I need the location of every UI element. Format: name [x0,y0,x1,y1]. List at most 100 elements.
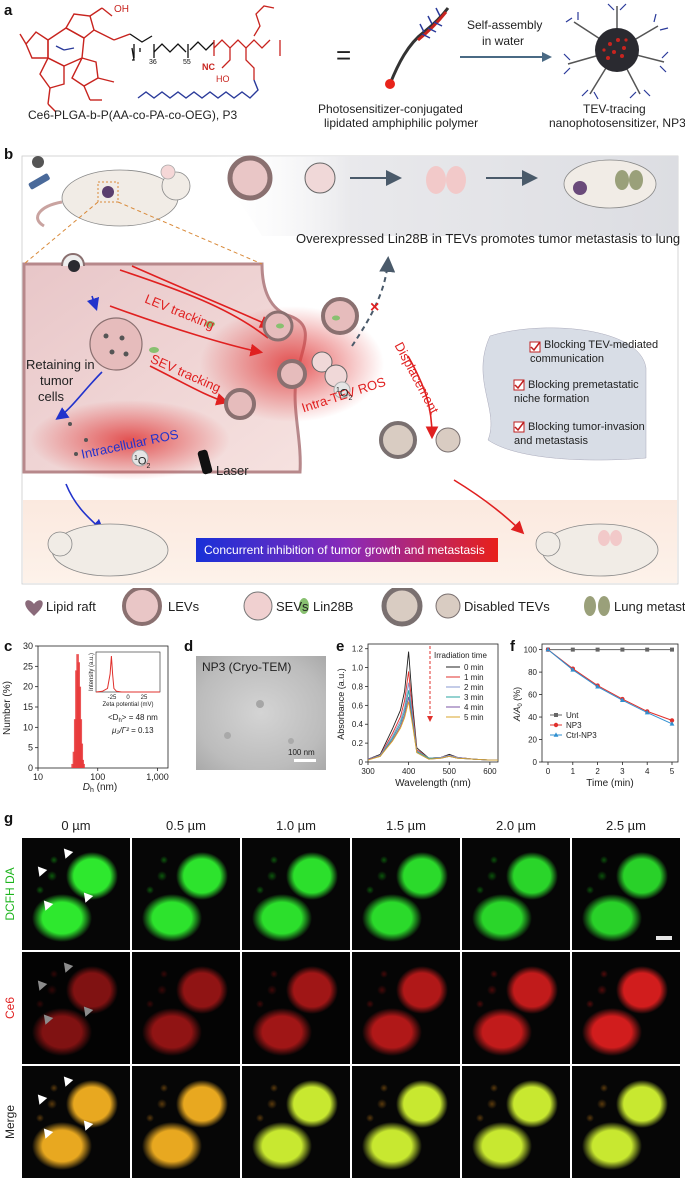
legend-marker [554,713,558,717]
microscopy-tile [462,838,570,950]
x-tick-label: 3 [620,767,625,776]
x-tick-label: 500 [443,767,457,776]
inset-x-tick-label: -25 [108,695,117,701]
data-point [645,647,650,652]
legend-sevs: SEVs [276,599,309,614]
cryo-tem-particle [288,738,294,744]
check-icons [513,341,541,433]
y-tick-label: 20 [528,736,537,745]
legend-label: 0 min [464,663,484,672]
x-tick-label: 600 [483,767,497,776]
y-tick-label: 0.6 [352,701,364,710]
arrowhead-marker [60,848,74,861]
arrowhead-marker [40,900,54,913]
inset-frame [95,651,161,693]
y-tick-label: 25 [23,661,33,671]
polymer-chain-icon [385,7,450,89]
legend-lipid-raft: Lipid raft [46,599,96,614]
svg-text:36: 36 [149,59,157,66]
x-tick-label: 1,000 [146,772,169,782]
syringe-icon [28,156,50,190]
column-label: 2.5 µm [605,818,646,833]
y-axis-label: Number (%) [2,681,13,735]
mouse-icon-metastasis [563,159,657,209]
column-label: 0 µm [61,818,91,833]
legend-icons [25,588,610,627]
arrowhead-marker [80,1120,94,1133]
singlet-oxygen-label-2: 1O2 [336,387,353,402]
svg-text:OH: OH [114,4,129,15]
laser-label: Laser [216,463,249,478]
plot-frame [541,643,679,763]
panel-label-g: g [4,810,14,827]
data-point [545,647,551,652]
series-line-1 [547,649,673,721]
data-point [669,721,675,726]
y-tick-label: 60 [528,691,537,700]
x-tick-label: 4 [645,767,650,776]
self-assembly-arrow [460,52,552,62]
data-point [570,667,576,672]
legend-label: NP3 [566,721,582,730]
legend-lin28b: Lin28B [313,599,354,614]
block-item-3a: Blocking tumor-invasion [528,421,645,433]
y-tick-label: 40 [528,713,537,722]
microscopy-tile [572,952,680,1064]
row-label: Merge [3,1105,17,1140]
arrowhead-marker [80,1006,94,1019]
mouse-icon-bottom-left [47,523,169,577]
data-point [620,697,625,702]
x-tick-label: 400 [402,767,416,776]
arrowhead-marker [80,892,94,905]
legend-marker [553,722,559,728]
x-axis-label: Dh (nm) [83,782,117,792]
series-line-5 [367,701,498,761]
data-point [670,647,674,652]
microscopy-tile [352,1066,460,1178]
x-tick-label: 5 [670,767,675,776]
svg-text:HO: HO [216,74,230,84]
legend-label: 1 min [464,673,484,682]
singlet-oxygen-label-1: 1O2 [134,455,151,470]
block-item-1a: Blocking TEV-mediated [544,339,659,351]
panel-label-d: d [184,638,194,655]
y-tick-label: 0 [359,758,364,767]
data-point [595,647,600,652]
x-axis-label: Wavelength (nm) [395,778,471,789]
y-tick-label: 15 [23,702,33,712]
arrowhead-marker [34,1094,48,1107]
panel-label-c: c [4,638,13,655]
column-label: 1.0 µm [275,818,316,833]
microscopy-tile [22,838,130,950]
microscopy-tile [132,1066,240,1178]
mouse-icon-top [36,164,191,228]
arrowhead-marker [40,1014,54,1027]
legend-marker [553,732,559,737]
microscopy-tile [572,838,680,950]
inset-x-tick-label: 25 [141,695,148,701]
microscopy-tile [242,1066,350,1178]
retaining-label-3: cells [38,389,65,404]
column-label: 0.5 µm [165,818,206,833]
y-tick-label: 0 [533,758,538,767]
microscopy-tile [352,838,460,950]
y-tick-label: 100 [524,646,538,655]
metastasis-text: Overexpressed Lin28B in TEVs promotes tu… [296,231,681,246]
arrowhead-marker [34,980,48,993]
plot-frame [367,643,499,763]
svg-text:×: × [370,299,379,316]
microscopy-tile [572,1066,680,1178]
arrowhead-marker [60,1076,74,1089]
row-label: Ce6 [3,997,17,1020]
legend-label: 4 min [464,703,484,712]
panel-label-b: b [4,146,14,163]
mean-size-label: <Dh> = 48 nm [108,713,158,724]
y-axis-label: Absorbance (a.u.) [336,668,346,740]
legend-label: 2 min [464,683,484,692]
legend-label: 3 min [464,693,484,702]
microscopy-tile [132,838,240,950]
y-tick-label: 0.4 [352,720,364,729]
microscopy-tile [22,1066,130,1178]
data-point [595,684,600,689]
